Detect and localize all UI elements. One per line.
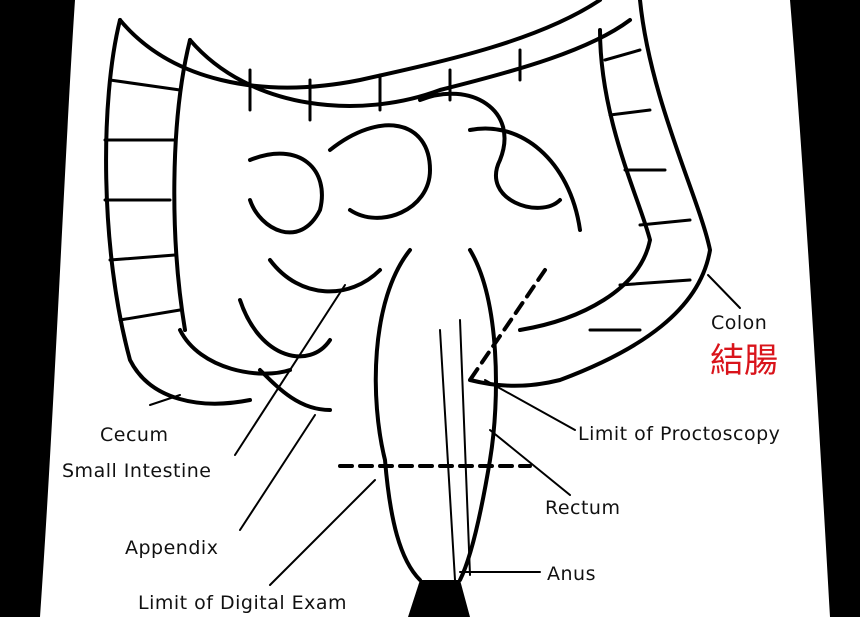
proctoscopy-limit-line: [468, 268, 547, 382]
small-intestine: [178, 91, 582, 376]
label-appendix: Appendix: [125, 537, 219, 559]
label-limit-of-digital-exam: Limit of Digital Exam: [138, 592, 348, 614]
anus-shape: [408, 580, 470, 617]
label-limit-of-proctoscopy: Limit of Proctoscopy: [578, 423, 781, 445]
body-silhouette: [40, 0, 830, 617]
transverse-colon: [118, 0, 602, 90]
descending-colon: [468, 0, 713, 388]
appendix-shape: [258, 368, 332, 412]
label-cecum: Cecum: [100, 424, 169, 446]
label-small-intestine: Small Intestine: [62, 460, 212, 482]
label-rectum: Rectum: [545, 497, 621, 519]
label-colon: Colon: [711, 312, 768, 334]
label-colon-chinese: 結腸: [710, 341, 778, 381]
rectum-shape: [373, 248, 498, 582]
label-anus: Anus: [547, 563, 596, 585]
ascending-colon: [104, 18, 252, 406]
